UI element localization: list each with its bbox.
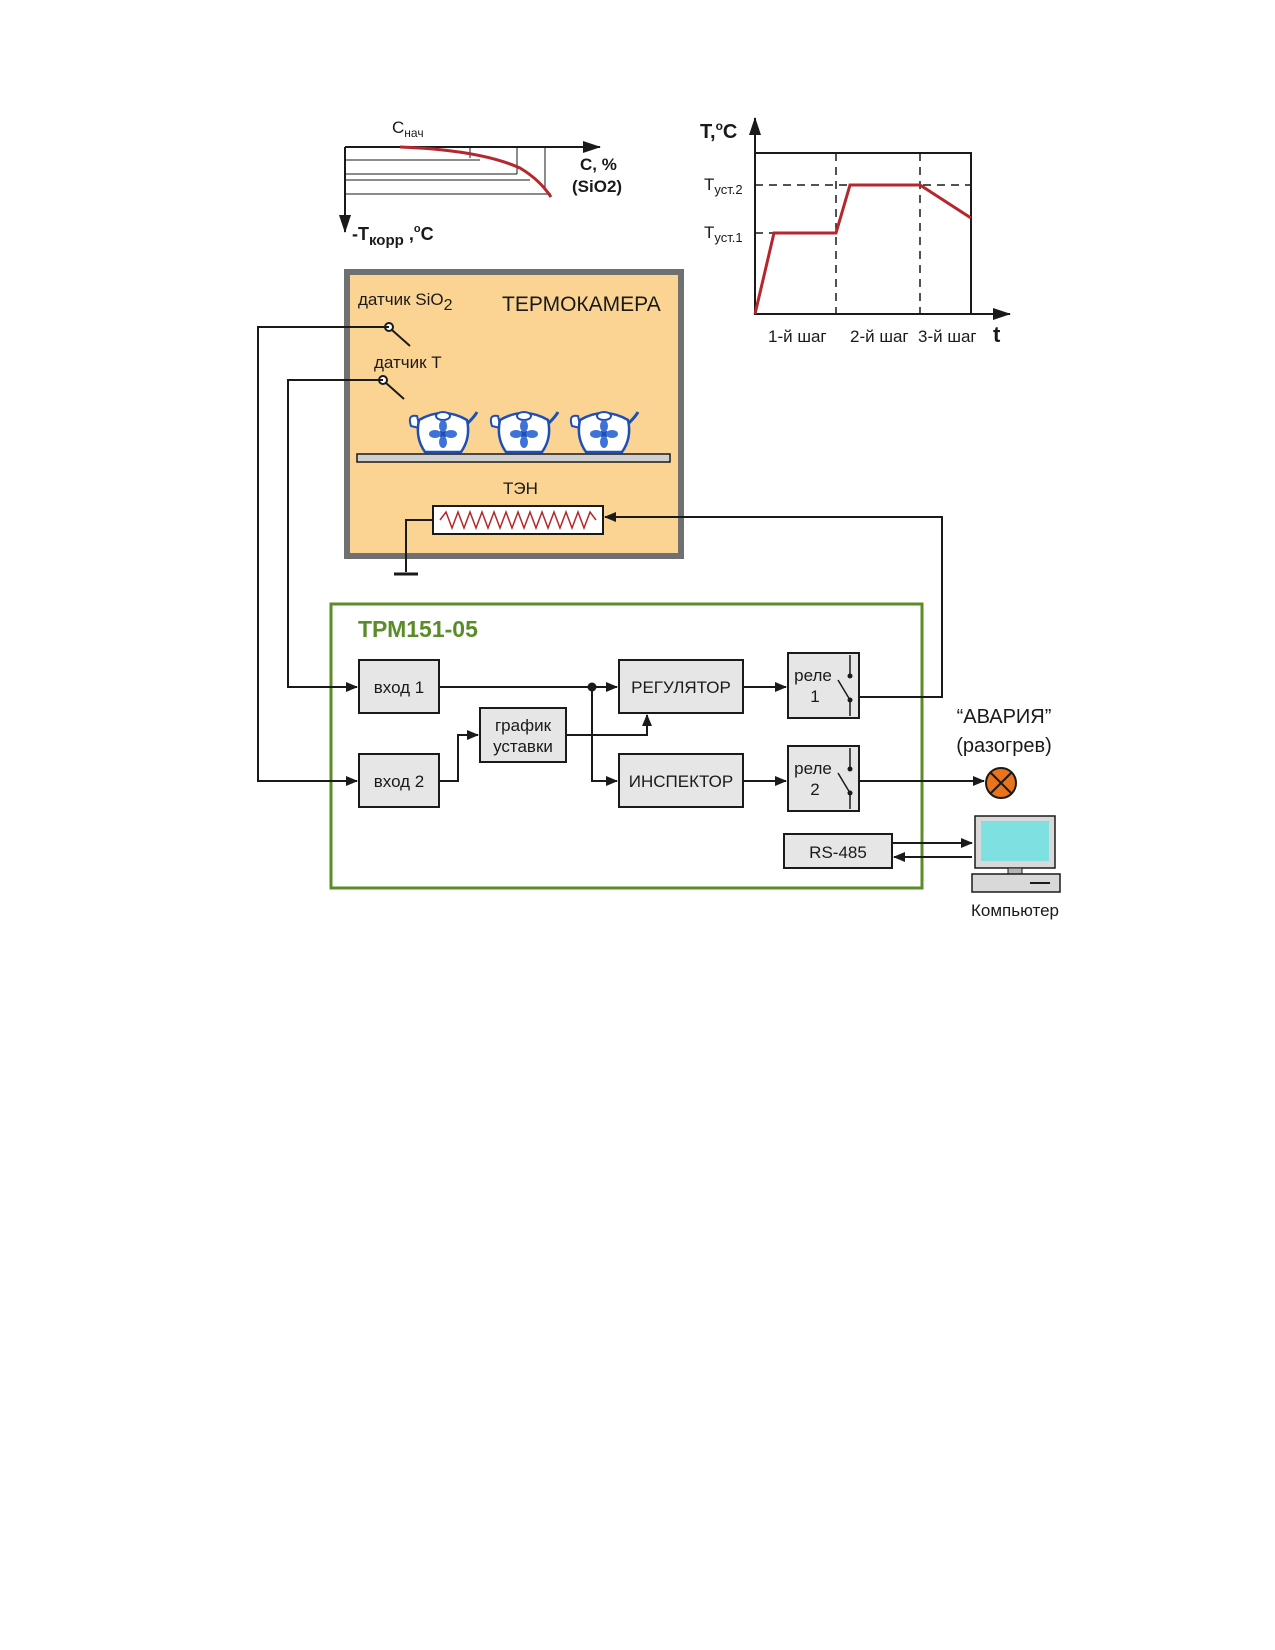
time-axis-label: t (993, 322, 1001, 347)
controller-frame (329, 602, 924, 890)
computer-icon (971, 815, 1061, 893)
connections (257, 326, 985, 862)
relay-2-number: 2 (810, 780, 819, 799)
sensor-sio2-probe-icon (384, 322, 411, 347)
ground-icon (394, 519, 433, 576)
relay-1-number: 1 (810, 687, 819, 706)
relay-1-block (787, 652, 860, 719)
teapot-icon (569, 411, 640, 454)
temperature-profile-line (753, 183, 972, 315)
rs485-block (783, 833, 893, 869)
relay-2-label: реле (794, 759, 832, 778)
relay-1-label: реле (794, 666, 832, 685)
shelf (356, 453, 671, 463)
relay-2-block (787, 745, 860, 812)
regulator-label: РЕГУЛЯТОР (631, 678, 731, 697)
setpoint-2-label: Туст.2 (704, 175, 743, 197)
step-1-label: 1-й шаг (768, 327, 827, 346)
relay-1-switch-icon (837, 655, 853, 716)
input-1-label: вход 1 (374, 678, 425, 697)
t-correction-axis-label: -Tкорр,оС (352, 223, 434, 249)
alarm-lamp-icon (985, 767, 1017, 799)
c-axis-unit-label: (SiO2) (572, 177, 622, 196)
setpoint-schedule-label-1: график (495, 716, 552, 735)
alarm-label-2: (разогрев) (956, 735, 1052, 757)
relay-2-switch-icon (837, 748, 853, 809)
step-2-label: 2-й шаг (850, 327, 909, 346)
heater-icon (432, 505, 604, 535)
wire-sio2-to-input-2 (257, 326, 389, 786)
c-axis-label: С, % (580, 155, 617, 174)
controller-title: ТРМ151-05 (358, 616, 478, 642)
temp-axis-label: T,оC (700, 119, 737, 143)
thermochamber-title: ТЕРМОКАМЕРА (502, 293, 661, 316)
setpoint-schedule-label-2: уставки (493, 737, 553, 756)
computer-label: Компьютер (971, 901, 1059, 920)
wire-relay-1-to-heater (604, 512, 943, 698)
correction-curve (399, 145, 553, 198)
step-3-label: 3-й шаг (918, 327, 977, 346)
wire-schedule-to-regulator (566, 714, 652, 736)
thermochamber: ТЕРМОКАМЕРА датчик SiO2 датчик Т (344, 269, 684, 576)
setpoint-1-label: Туст.1 (704, 223, 743, 245)
temperature-program-chart: T,оC t Туст.2 Туст.1 1-й шаг 2-й шаг 3-й… (700, 117, 1011, 347)
c-start-label: Снач (392, 118, 424, 140)
teapot-icon (408, 411, 479, 454)
rs485-label: RS-485 (809, 843, 867, 862)
sensor-sio2-label: датчик SiO2 (358, 290, 453, 314)
input-1-block (358, 659, 440, 714)
wire-t-to-input-1 (287, 379, 383, 692)
wire-junction-to-inspector (591, 687, 618, 786)
regulator-block (618, 659, 744, 714)
inspector-label: ИНСПЕКТОР (629, 772, 733, 791)
teapot-icon (489, 411, 560, 454)
controller-trm151: ТРМ151-05 вход 1 вход 2 график уставки Р… (329, 602, 924, 890)
input-2-label: вход 2 (374, 772, 425, 791)
alarm-indicator: “АВАРИЯ” (разогрев) (956, 706, 1052, 799)
correction-chart: Снач С, % (SiO2) -Tкорр,оС (339, 118, 622, 249)
heater-label: ТЭН (503, 479, 538, 498)
setpoint-schedule-block (479, 707, 567, 763)
alarm-label-1: “АВАРИЯ” (957, 706, 1052, 728)
wire-input-2-to-schedule (439, 730, 479, 782)
sensor-t-label: датчик Т (374, 353, 442, 372)
